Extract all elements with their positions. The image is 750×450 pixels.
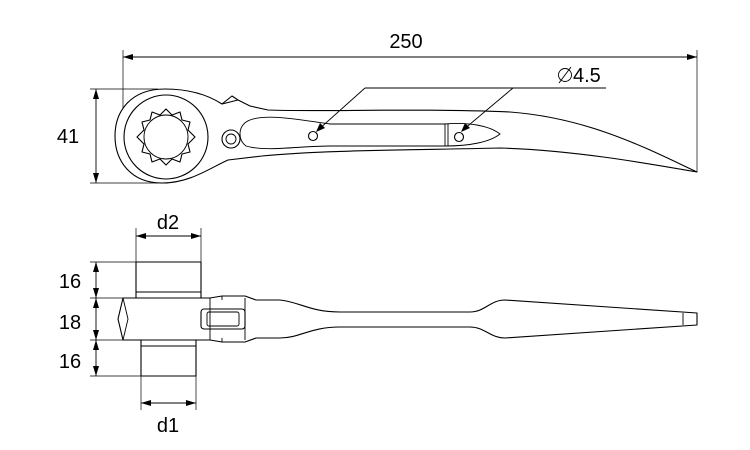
dim-bottom-socket-height-label: 16 [59, 351, 81, 373]
wrench-side-outline [117, 261, 698, 377]
dim-overall-length-label: 250 [389, 31, 422, 53]
handle-hole-right [453, 131, 465, 143]
socket-12-point-icon [136, 108, 196, 166]
dim-hole-diameter: 4.5 [316, 65, 606, 132]
dim-overall-length: 250 [122, 31, 698, 172]
dim-d2-label: d2 [157, 212, 179, 234]
diameter-symbol-icon [558, 66, 572, 84]
dim-head-height: 41 [57, 88, 158, 184]
top-view: 250 41 4.5 [57, 31, 698, 184]
side-view: d2 d1 16 18 16 [59, 212, 698, 437]
socket-top [135, 261, 202, 299]
dim-d2: d2 [135, 212, 202, 262]
dim-head-height-label: 41 [57, 126, 79, 148]
socket-bottom [140, 339, 197, 377]
dim-d1: d1 [140, 376, 197, 437]
handle-hole-left [307, 130, 319, 142]
dim-d1-label: d1 [157, 415, 179, 437]
dim-head-thickness-label: 18 [59, 312, 81, 334]
dim-hole-diameter-label: 4.5 [573, 65, 601, 87]
dim-vertical-stack: 16 18 16 [59, 261, 141, 377]
dim-top-socket-height-label: 16 [59, 271, 81, 293]
wrench-top-outline [114, 88, 698, 184]
